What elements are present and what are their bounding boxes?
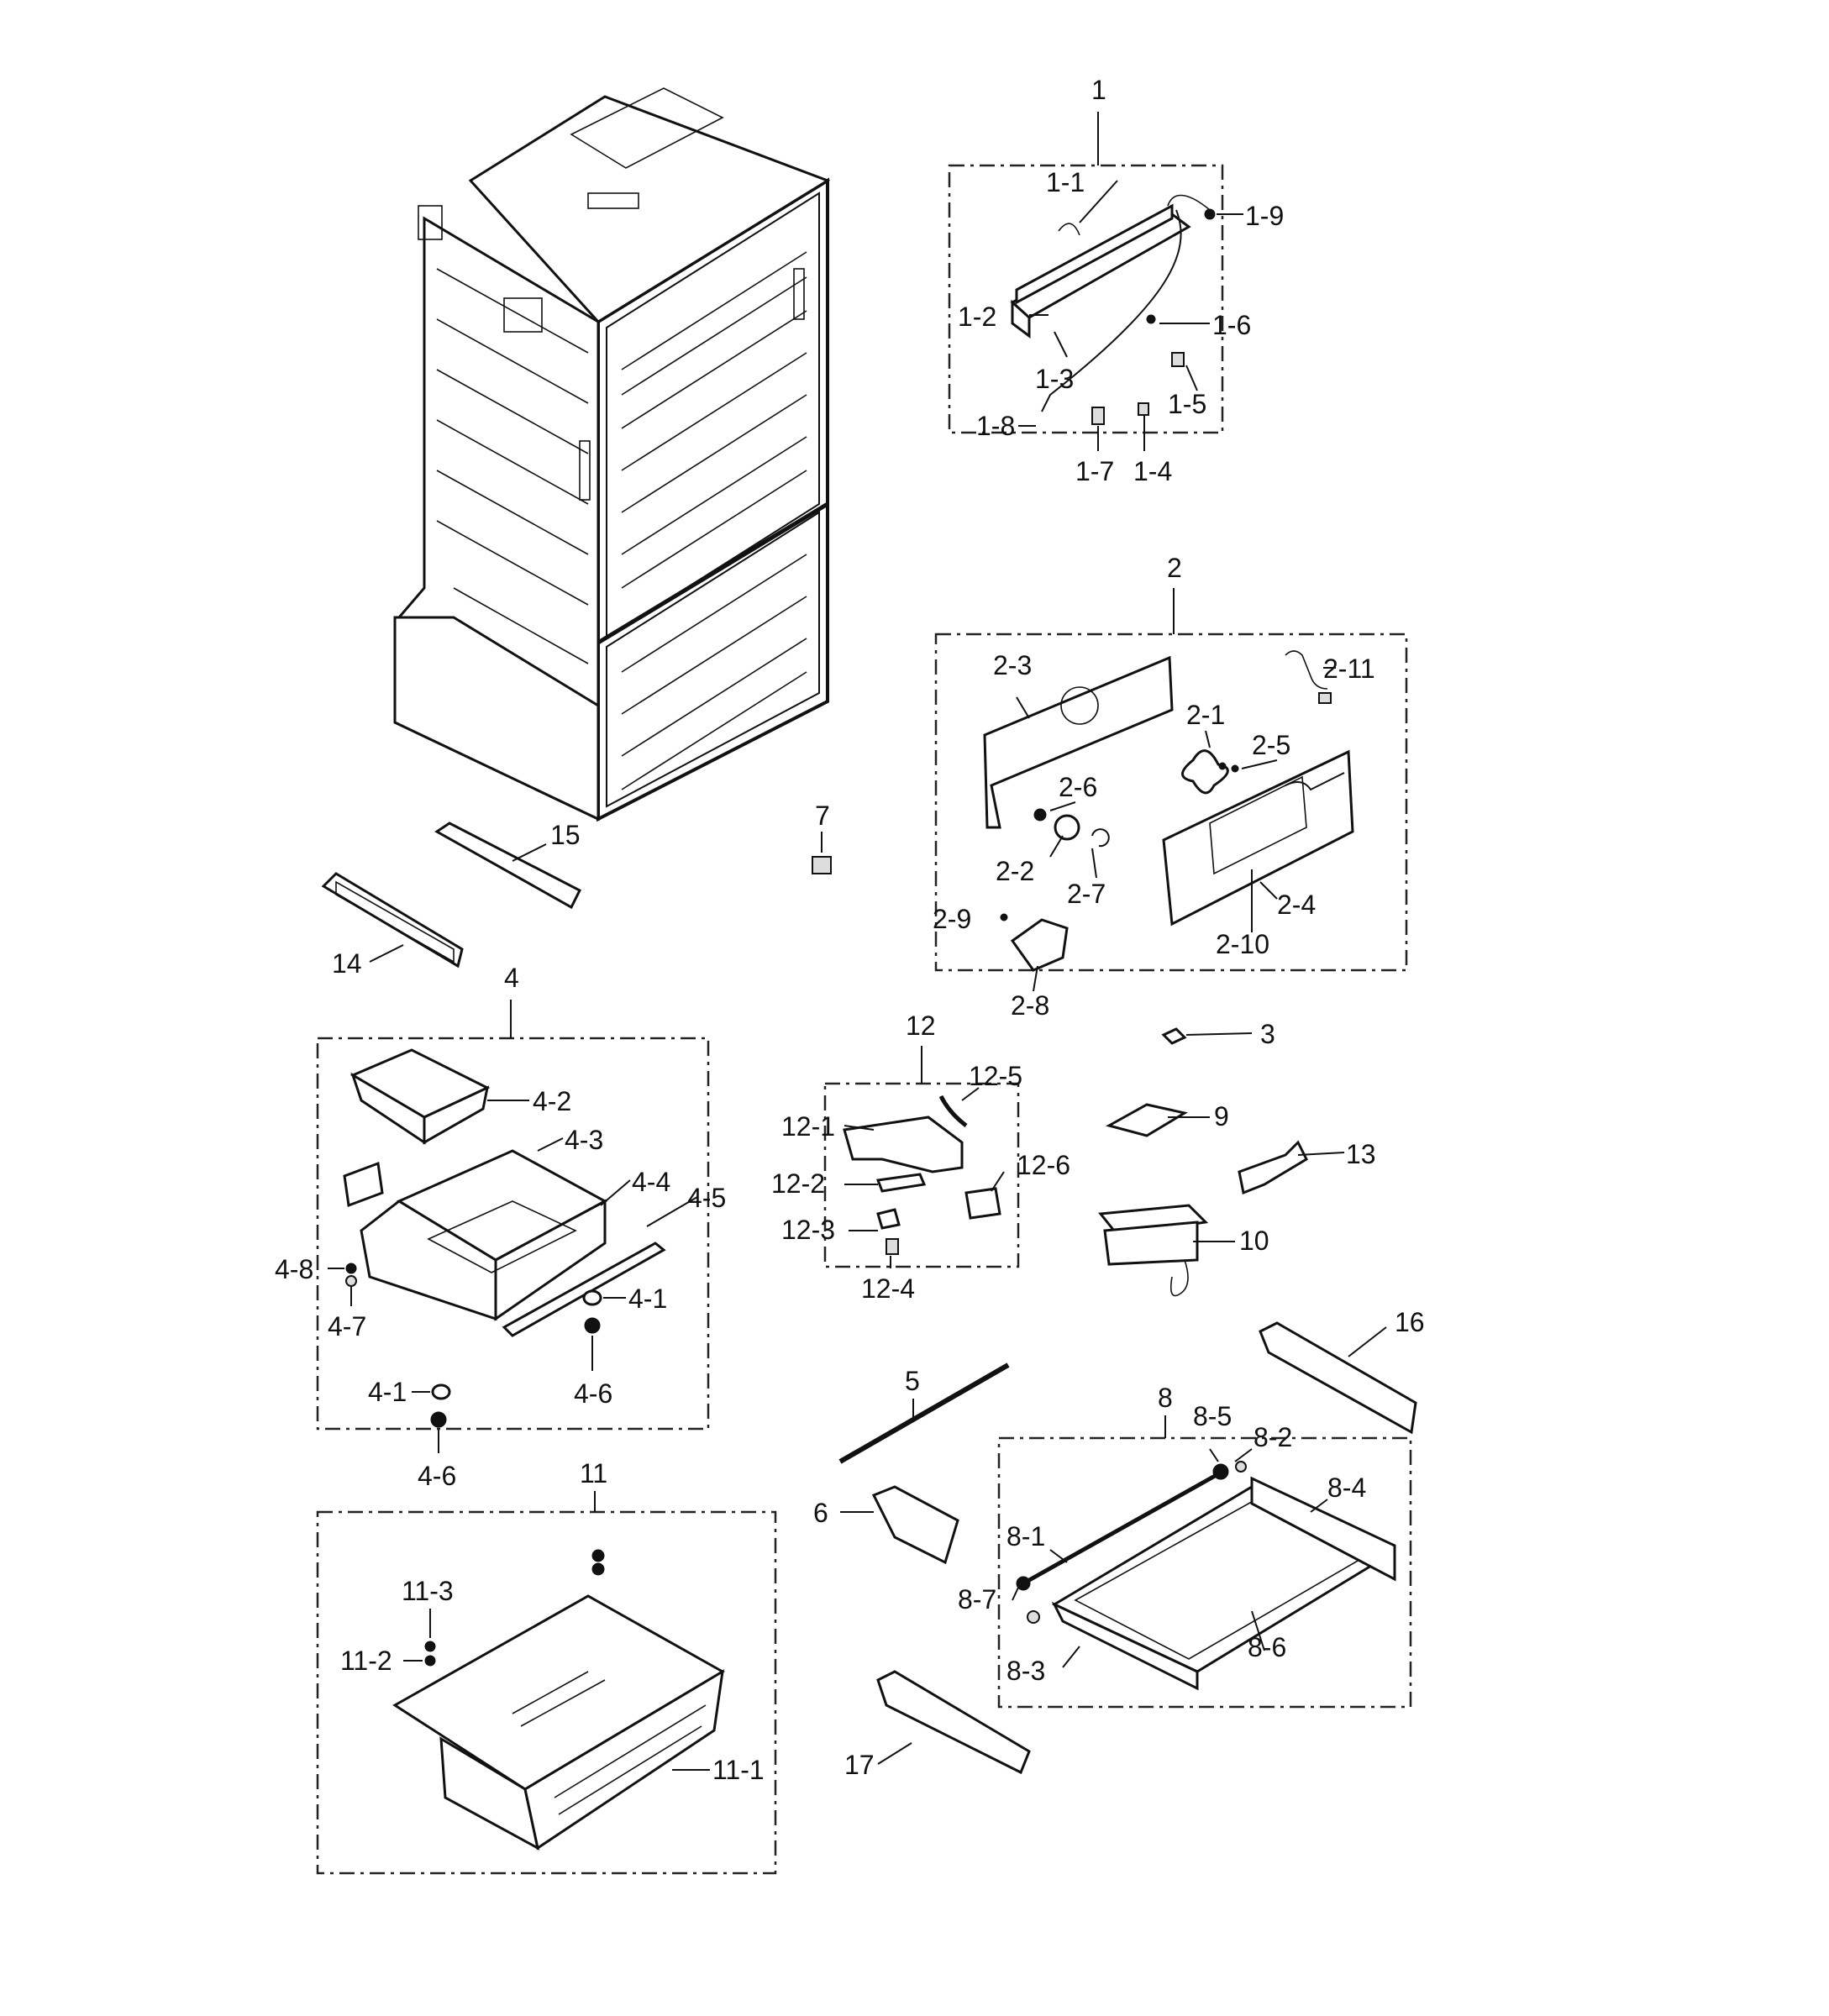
label-8-1: 8-1 [1006,1521,1045,1551]
label-16: 16 [1395,1307,1425,1337]
label-12: 12 [906,1011,936,1041]
group-8-slide-drawer-assembly [997,1415,1412,1709]
label-8-4: 8-4 [1327,1473,1366,1503]
part-16-rail [1259,1321,1417,1435]
label-17: 17 [844,1750,875,1780]
label-1-3: 1-3 [1035,364,1074,394]
group-11-freezer-basket [316,1491,777,1875]
label-3: 3 [1260,1019,1275,1049]
part-14-rail-left [321,872,464,969]
label-2-5: 2-5 [1252,730,1290,760]
label-2-6: 2-6 [1059,772,1097,802]
part-15-rail-right [434,822,582,910]
label-2-11: 2-11 [1323,654,1375,684]
label-12-2: 12-2 [771,1168,825,1199]
part-17-rail [876,1670,1031,1775]
label-1-7: 1-7 [1075,456,1114,486]
label-2-2: 2-2 [996,856,1034,886]
label-4: 4 [504,963,519,993]
refrigerator-cabinet [393,87,831,822]
label-1-1: 1-1 [1046,167,1085,197]
label-2-4: 2-4 [1277,890,1316,920]
label-2: 2 [1167,553,1182,583]
label-8-5: 8-5 [1193,1401,1232,1431]
label-1-5: 1-5 [1168,389,1206,419]
label-1: 1 [1091,75,1106,105]
part-7-clip [812,832,832,874]
label-8: 8 [1158,1383,1173,1413]
label-5: 5 [905,1366,920,1396]
part-10-ice-maker [1098,1204,1235,1297]
label-10: 10 [1239,1226,1269,1256]
label-4-5: 4-5 [687,1183,726,1213]
label-4-1b: 4-1 [368,1377,407,1407]
label-8-6: 8-6 [1248,1632,1286,1662]
label-8-7: 8-7 [958,1584,996,1614]
label-2-3: 2-3 [993,650,1032,680]
label-1-6: 1-6 [1212,310,1251,340]
label-12-5: 12-5 [969,1061,1022,1091]
label-12-6: 12-6 [1017,1150,1070,1180]
group-2-fan-assembly [934,588,1408,992]
label-12-1: 12-1 [781,1111,835,1142]
label-2-1: 2-1 [1186,700,1225,730]
part-9-cover [1106,1103,1210,1137]
label-9: 9 [1214,1101,1229,1131]
label-8-3: 8-3 [1006,1656,1045,1686]
label-11-3: 11-3 [402,1576,454,1606]
label-2-8: 2-8 [1011,990,1049,1021]
group-12-ice-maker-assembly [823,1046,1020,1268]
label-1-9: 1-9 [1245,201,1284,231]
label-1-8: 1-8 [976,411,1015,441]
group-1-evaporator-assembly [948,112,1243,451]
label-13: 13 [1346,1139,1376,1169]
label-4-4: 4-4 [632,1167,670,1197]
label-4-3: 4-3 [565,1125,603,1155]
label-4-6a: 4-6 [574,1378,612,1409]
callout-labels: 1 1-1 1-2 1-3 1-4 1-5 1-6 1-7 1-8 1-9 2 … [275,75,1425,1785]
label-4-2: 4-2 [533,1086,571,1116]
label-6: 6 [813,1498,828,1528]
label-12-4: 12-4 [861,1273,915,1304]
label-4-6b: 4-6 [418,1461,456,1491]
part-5-bar [838,1362,1010,1464]
label-4-1a: 4-1 [628,1284,667,1314]
label-7: 7 [815,801,830,831]
part-6-cover [840,1485,959,1565]
group-4-vegetable-drawer [316,1000,710,1453]
label-8-2: 8-2 [1253,1422,1292,1452]
label-2-7: 2-7 [1067,879,1106,909]
label-4-8: 4-8 [275,1254,313,1284]
part-3-sensor [1161,1027,1253,1045]
label-11-1: 11-1 [712,1755,765,1785]
label-2-10: 2-10 [1216,929,1269,959]
label-1-4: 1-4 [1133,456,1172,486]
label-14: 14 [332,948,362,979]
label-11-2: 11-2 [340,1646,392,1676]
label-1-2: 1-2 [958,302,996,332]
label-2-9: 2-9 [933,904,971,934]
label-4-7: 4-7 [328,1311,366,1341]
label-12-3: 12-3 [781,1215,835,1245]
part-13-bracket [1238,1140,1345,1195]
label-11: 11 [580,1458,607,1488]
label-15: 15 [550,820,581,850]
